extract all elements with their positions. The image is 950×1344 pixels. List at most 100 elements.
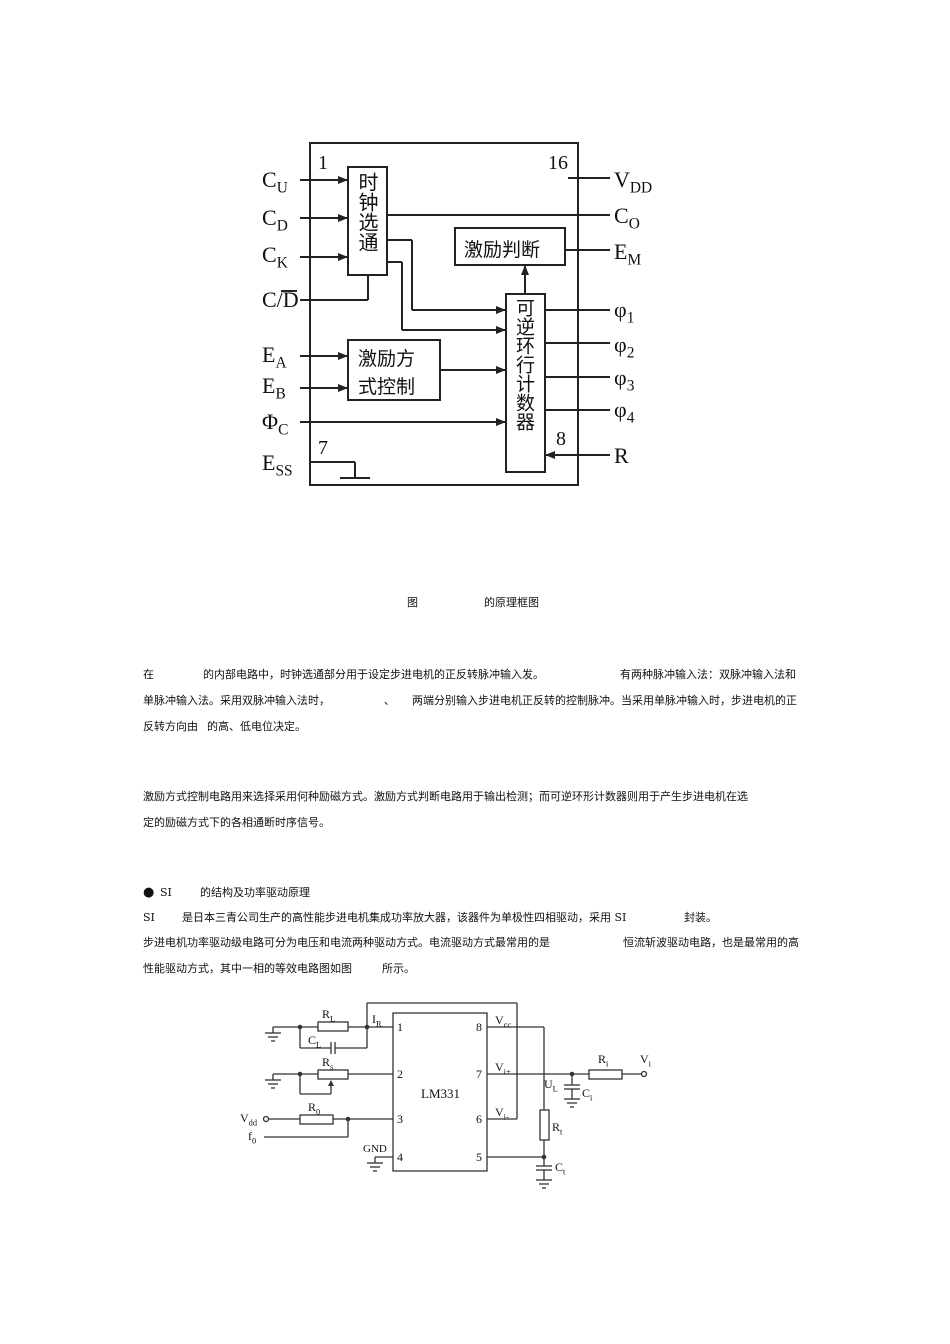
left-pin-4-sub: A [275, 354, 287, 372]
circuit-label-Ci: Ci [582, 1086, 592, 1105]
circuit-label-Ri: Ri [598, 1052, 608, 1071]
circuit-label-Ct-sub: t [563, 1167, 566, 1177]
para1-l3b: 的高、低电位决定。 [207, 720, 306, 733]
section-p2b: 恒流斩波驱动电路，也是最常用的高 [623, 936, 799, 949]
pin-number-7: 7 [318, 437, 328, 459]
circuit-label-UL: UL [544, 1077, 558, 1096]
circuit-label-RL-main: R [322, 1007, 331, 1021]
para1-l1b: 的内部电路中，时钟选通部分用于设定步进电机的正反转脉冲输入发。 [203, 668, 544, 681]
block-diagram [300, 142, 610, 486]
left-pin-1: CD [262, 206, 288, 238]
right-pin-7: R [614, 444, 629, 468]
chip-pin-left-0: 1 [397, 1020, 403, 1034]
excite-ctrl-block-l2: 式控制 [358, 376, 416, 398]
circuit-label-IR-sub: R [376, 1019, 382, 1029]
circuit-label-CL-main: C [308, 1033, 317, 1047]
right-pin-1-main: C [614, 203, 629, 228]
left-pin-7-sub: SS [275, 462, 293, 480]
left-pin-2-main: C [262, 242, 277, 267]
right-pin-2-sub: M [627, 251, 642, 269]
section-p3b: 所示。 [382, 962, 415, 975]
section-p3a: 性能驱动方式，其中一相的等效电路图如图 [143, 962, 352, 975]
right-pin-5-sub: 3 [626, 377, 635, 395]
circuit-label-IR-main: I [372, 1012, 376, 1026]
circuit-label-Vim-main: V [495, 1105, 504, 1119]
pin-number-1: 1 [318, 152, 328, 174]
chip-pin-right-0-main: 8 [476, 1020, 482, 1034]
para1-l1c: 有两种脉冲输入法：双脉冲输入法和 [620, 668, 796, 681]
left-pin-4-main: E [262, 342, 276, 367]
right-pin-2: EM [614, 240, 641, 272]
left-pin-1-main: C [262, 205, 277, 230]
pin-number-16: 16 [548, 152, 568, 174]
right-pin-4-sub: 2 [626, 344, 635, 362]
circuit-label-Vcc-sub: cc [503, 1020, 512, 1030]
chip-pin-right-2: 6 [476, 1112, 482, 1126]
right-pin-1-sub: O [628, 215, 640, 233]
right-pin-1: CO [614, 204, 640, 236]
right-pin-3-main: φ [614, 297, 627, 322]
circuit-label-Vim-sub: i- [503, 1112, 509, 1122]
chip-pin-left-1-main: 2 [397, 1067, 403, 1081]
right-pin-7-main: R [614, 443, 629, 468]
para1-l2c: 两端分别输入步进电机正反转的控制脉冲。当采用单脉冲输入时，步进电机的正 [412, 694, 797, 707]
circuit-label-Rt-main: R [552, 1120, 561, 1134]
right-pin-6-main: φ [614, 397, 627, 422]
chip-pin-right-3-main: 5 [476, 1150, 482, 1164]
circuit-label-R0: R0 [308, 1100, 320, 1119]
right-pin-0: VDD [614, 168, 652, 200]
chip-pin-right-1: 7 [476, 1067, 482, 1081]
chip-pin-left-0-main: 1 [397, 1020, 403, 1034]
circuit-label-Vim: Vi- [495, 1105, 509, 1124]
circuit-label-CL-sub: L [316, 1040, 322, 1050]
circuit-label-GND: GND [363, 1143, 387, 1156]
chip-pin-left-3-main: 4 [397, 1150, 403, 1164]
para1-l3a: 反转方向由 [143, 720, 198, 733]
chip-label: LM331 [421, 1086, 460, 1101]
circuit-label-Vdd-main: V [240, 1111, 249, 1125]
figure1-caption-suffix: 的原理框图 [484, 596, 539, 609]
circuit-label-Rt-sub: t [560, 1127, 563, 1137]
right-pin-5-main: φ [614, 365, 627, 390]
circuit-label-CL: CL [308, 1033, 321, 1052]
circuit-label-Ri-sub: i [606, 1059, 609, 1069]
chip-label-main: LM331 [421, 1086, 460, 1101]
left-pin-2-sub: K [276, 254, 288, 272]
left-pin-5-sub: B [275, 385, 286, 403]
left-pin-5: EB [262, 374, 286, 406]
circuit-label-Ci-main: C [582, 1086, 591, 1100]
chip-pin-right-0: 8 [476, 1020, 482, 1034]
circuit-label-UL-main: U [544, 1077, 553, 1091]
circuit-label-Vdd: Vdd [240, 1111, 257, 1130]
chip-pin-left-1: 2 [397, 1067, 403, 1081]
section-p1a: SI [143, 911, 155, 924]
circuit-label-Vdd-sub: dd [248, 1118, 258, 1128]
circuit-label-IR: IR [372, 1012, 382, 1031]
circuit-label-Vi-main: V [640, 1052, 649, 1066]
right-pin-4-main: φ [614, 332, 627, 357]
left-pin-4: EA [262, 343, 287, 375]
circuit-label-Vi: Vi [640, 1052, 651, 1071]
para1-l1a: 在 [143, 668, 154, 681]
left-pin-7: ESS [262, 451, 293, 483]
para2-l2: 定的励磁方式下的各相通断时序信号。 [143, 816, 330, 829]
left-pin-0: CU [262, 168, 288, 200]
right-pin-4: φ2 [614, 333, 634, 365]
right-pin-0-main: V [614, 167, 630, 192]
section-p1c: 封装。 [684, 911, 717, 924]
right-pin-3: φ1 [614, 298, 634, 330]
right-pin-6: φ4 [614, 398, 634, 430]
left-pin-5-main: E [262, 373, 276, 398]
left-pin-7-main: E [262, 450, 276, 475]
figure1-caption-prefix: 图 [407, 596, 418, 609]
circuit-label-GND-main: GND [363, 1143, 387, 1155]
right-pin-5: φ3 [614, 366, 634, 398]
circuit-label-f0-main: f [248, 1129, 252, 1143]
section-p2a: 步进电机功率驱动级电路可分为电压和电流两种驱动方式。电流驱动方式最常用的是 [143, 936, 550, 949]
left-pin-6-main: Φ [262, 409, 279, 434]
circuit-label-Ri-main: R [598, 1052, 607, 1066]
section-p1b: 是日本三青公司生产的高性能步进电机集成功率放大器，该器件为单极性四相驱动，采用 … [182, 911, 627, 924]
circuit-label-R0-sub: 0 [316, 1107, 321, 1117]
circuit-label-f0-sub: 0 [252, 1136, 257, 1146]
section-title-b: 的结构及功率驱动原理 [200, 886, 310, 899]
